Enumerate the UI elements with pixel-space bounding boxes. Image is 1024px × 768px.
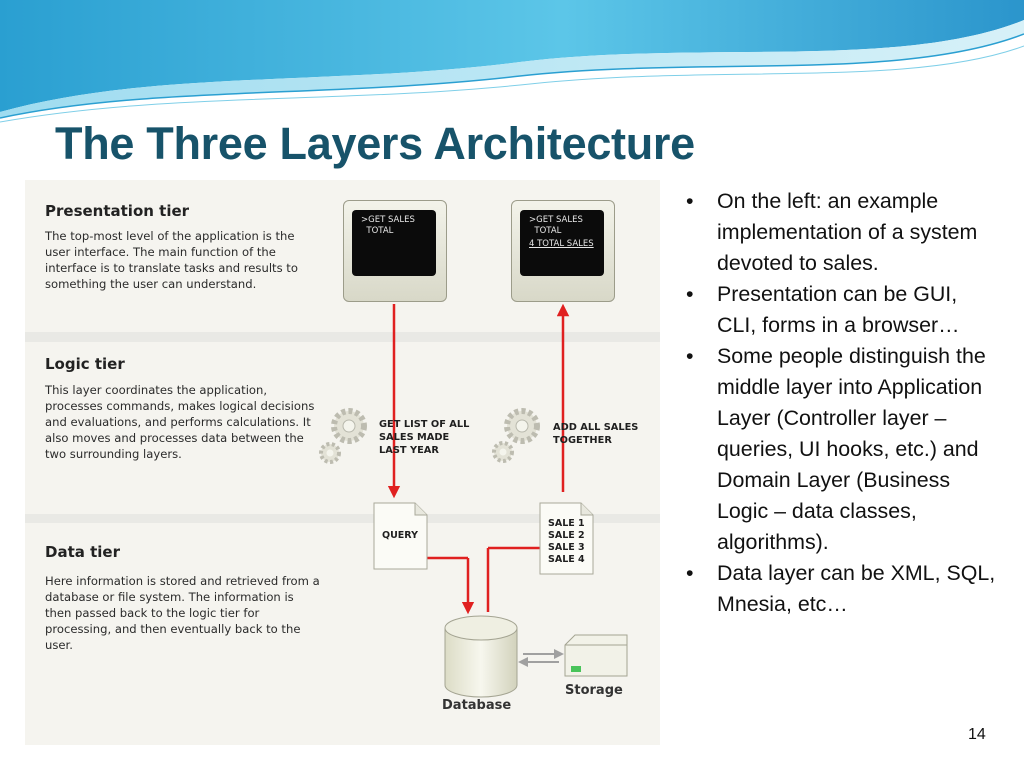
database-label: Database <box>442 698 512 713</box>
bullet-item: • Data layer can be XML, SQL, Mnesia, etc… <box>682 558 1002 620</box>
bullet-text: Data layer can be XML, SQL, Mnesia, etc… <box>717 561 996 616</box>
bullet-item: • Some people distinguish the middle laye… <box>682 341 1002 558</box>
bullet-dot-icon: • <box>686 282 694 306</box>
three-tier-diagram: Presentation tier The top-most level of … <box>25 180 660 745</box>
bullet-item: • Presentation can be GUI, CLI, forms in … <box>682 279 1002 341</box>
tier-description: Here information is stored and retrieved… <box>45 574 320 652</box>
bullet-text: On the left: an example implementation o… <box>717 189 978 275</box>
database-storage-arrows <box>518 649 564 667</box>
header-wave-decoration <box>0 0 1024 123</box>
screen-result: 4 TOTAL SALES <box>529 239 594 249</box>
query-document <box>373 502 428 570</box>
bullet-dot-icon: • <box>686 561 694 585</box>
sales-document-label: SALE 1 SALE 2 SALE 3 SALE 4 <box>548 518 585 565</box>
gear-icon <box>319 408 367 464</box>
storage-icon <box>564 634 628 677</box>
diagram-graphics <box>319 303 628 698</box>
tier-title: Presentation tier <box>45 202 190 220</box>
monitor-screen: >GET SALES TOTAL 4 TOTAL SALES <box>520 210 604 276</box>
bullet-text: Presentation can be GUI, CLI, forms in a… <box>717 282 960 337</box>
logic-step-left: GET LIST OF ALL SALES MADE LAST YEAR <box>379 419 470 456</box>
sales-document <box>539 502 594 575</box>
bullet-text: Some people distinguish the middle layer… <box>717 344 986 554</box>
gear-icon <box>492 408 540 463</box>
monitor-screen: >GET SALES TOTAL <box>352 210 436 276</box>
tier-description: This layer coordinates the application, … <box>45 383 315 461</box>
tier-description: The top-most level of the application is… <box>45 229 298 291</box>
monitor-request: >GET SALES TOTAL <box>343 200 447 302</box>
query-document-label: QUERY <box>382 530 418 541</box>
tier-title: Logic tier <box>45 355 125 373</box>
database-icon <box>444 615 518 698</box>
bullet-list: • On the left: an example implementation … <box>682 186 1002 620</box>
logic-step-right: ADD ALL SALES TOGETHER <box>553 422 639 446</box>
page-number: 14 <box>968 726 986 743</box>
screen-command: >GET SALES TOTAL <box>361 215 415 236</box>
slide-title: The Three Layers Architecture <box>55 118 695 169</box>
bullet-dot-icon: • <box>686 344 694 368</box>
screen-command: >GET SALES TOTAL <box>529 215 583 236</box>
bullet-dot-icon: • <box>686 189 694 213</box>
bullet-item: • On the left: an example implementation … <box>682 186 1002 279</box>
tier-title: Data tier <box>45 543 120 561</box>
storage-label: Storage <box>565 683 623 698</box>
monitor-result: >GET SALES TOTAL 4 TOTAL SALES <box>511 200 615 302</box>
